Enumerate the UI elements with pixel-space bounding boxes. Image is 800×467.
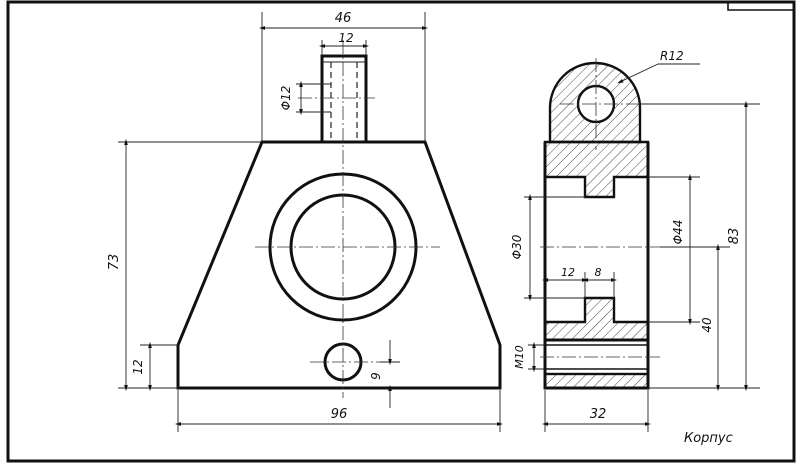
side-upper-section [543, 140, 650, 199]
dim-top-width: 46 [335, 11, 352, 26]
front-body-outline [176, 140, 502, 390]
dim-bore-dia: Φ30 [510, 234, 524, 259]
dim-total-height: 83 [727, 228, 742, 245]
part-name-label: Корпус [684, 431, 733, 446]
dim-counterbore-dia: Φ44 [671, 220, 685, 245]
dim-base-width: 96 [331, 407, 348, 422]
drawing-frame [6, 0, 796, 463]
dim-side-width: 32 [590, 407, 607, 422]
dim-radius: R12 [660, 49, 684, 63]
dim-boss-width: 12 [338, 31, 353, 45]
side-dimensions: R12 Φ30 Φ44 83 40 12 8 M10 3 [510, 49, 760, 432]
dim-base-height: 12 [131, 359, 145, 374]
dim-step-width: 12 [561, 266, 575, 279]
front-view [176, 40, 502, 398]
dim-small-hole-offset: 9 [369, 372, 383, 380]
dim-thread: M10 [513, 345, 526, 369]
dim-overall-height: 73 [107, 254, 122, 271]
side-lower-section [543, 296, 650, 342]
top-boss [320, 54, 368, 144]
front-dimensions: 46 12 Φ12 73 12 96 9 [107, 11, 504, 432]
dim-slot-width: 8 [595, 266, 602, 279]
dim-axis-height: 40 [700, 317, 714, 333]
side-view [540, 58, 660, 390]
dim-boss-hole-dia: Φ12 [279, 86, 293, 111]
